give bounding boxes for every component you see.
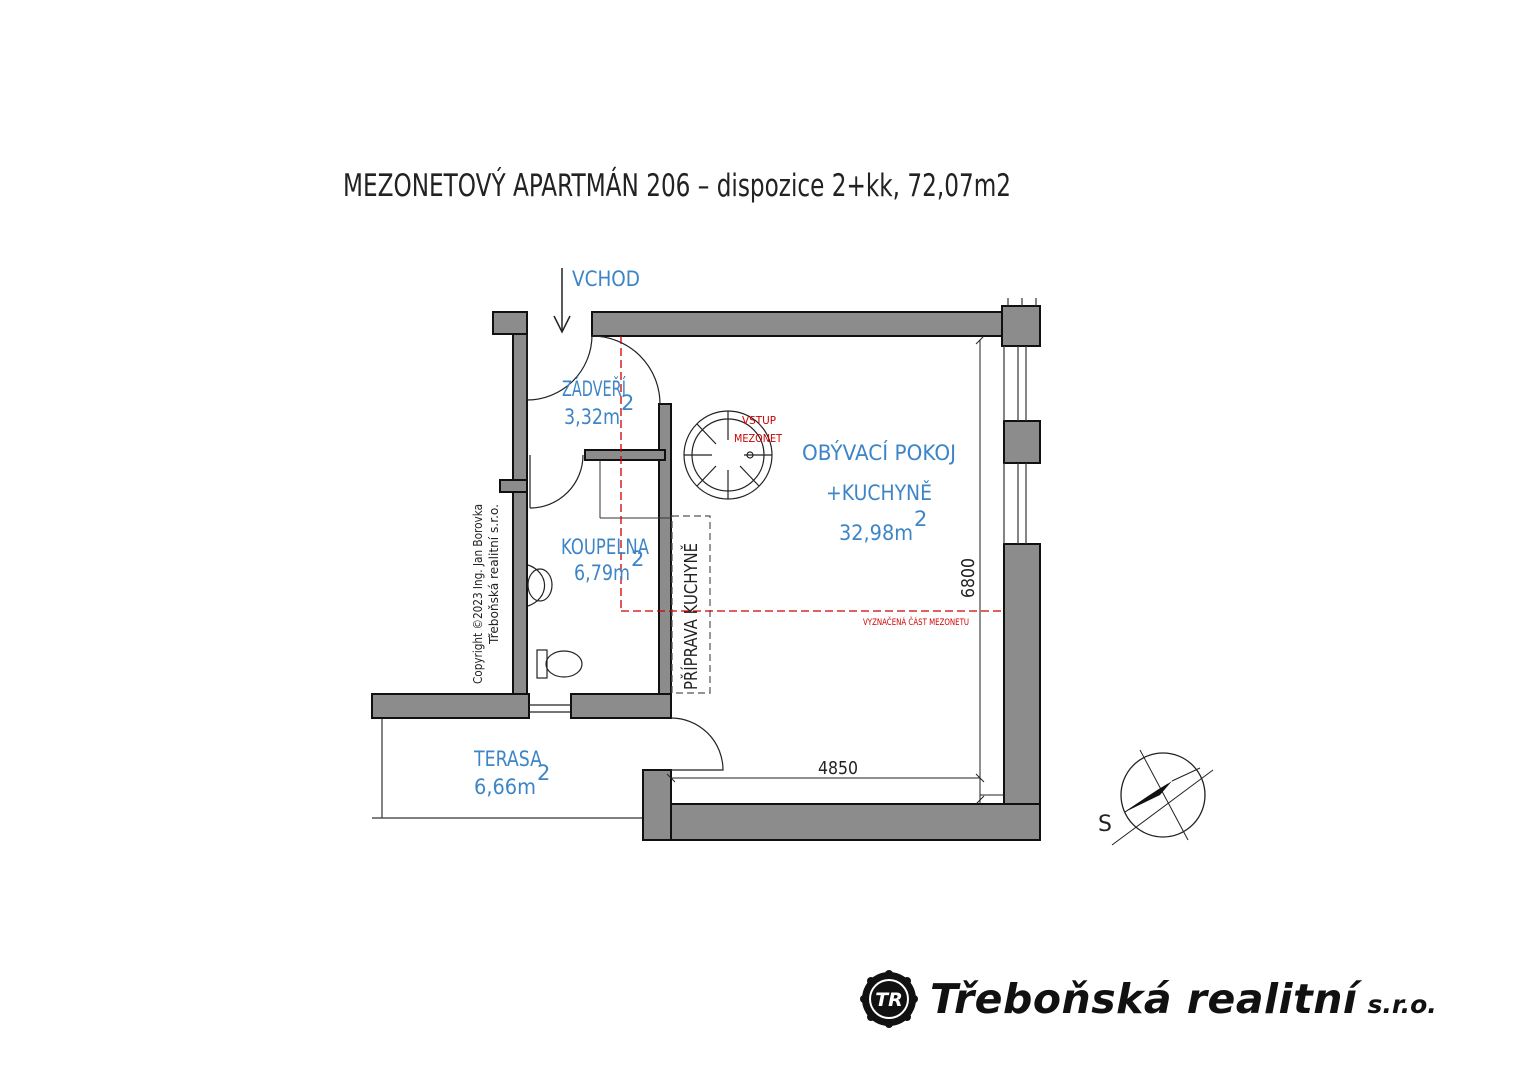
brand-suffix: s.r.o. [1367,989,1437,1019]
compass-label: S [1098,812,1112,837]
room-name: ZÁDVEŘÍ [562,376,626,401]
door-entry-right [591,335,661,405]
plan-title: MEZONETOVÝ APARTMÁN 206 – dispozice 2+kk… [343,168,1011,204]
wall-bottom-left [642,769,672,841]
wall-terrace-top [371,693,530,719]
mezonet-entry-line1: VSTUP [742,414,776,427]
wall-right [1003,543,1041,841]
room-area: 3,32m [564,405,620,429]
wall-left [512,333,528,695]
door-bathroom [529,454,584,509]
room-area-sup: 2 [914,507,927,531]
brand-logo-text: TR [875,989,903,1011]
sink-icon [527,564,553,607]
room-name-line2: +KUCHYNĚ [826,480,932,505]
wall-internal-vertical [658,403,672,695]
wall-top [591,311,1003,337]
doors [526,334,724,771]
wall-bottom [642,803,1041,841]
brand-logo-icon: TR [860,970,918,1028]
wall-right-pier [1003,420,1041,464]
entrance-arrow-icon [553,268,571,334]
wall-bathroom-top [584,449,666,461]
compass-icon [1111,749,1214,846]
walls [371,305,1041,841]
room-name-line1: OBÝVACÍ POKOJ [802,440,956,465]
copyright-line2: Třeboňská realitní s.r.o. [487,504,501,645]
room-area-sup: 2 [537,761,550,785]
room-area: 32,98m [839,521,913,545]
mezonet-boundary [620,336,1004,612]
room-area: 6,66m [474,775,536,799]
room-terasa: TERASA 6,66m 2 [473,747,550,799]
room-obyvaci: OBÝVACÍ POKOJ +KUCHYNĚ 32,98m 2 [802,440,956,545]
room-area: 6,79m [574,561,630,585]
wall-bathroom-bottom [570,693,672,719]
dimension-lines [666,335,1004,805]
room-koupelna: KOUPELNA 6,79m 2 [561,535,649,585]
copyright-line1: Copyright ©2023 Ing. Jan Borovka [471,504,485,684]
room-area-sup: 2 [631,547,644,571]
wall-top-left [492,311,528,335]
door-entry [526,334,593,401]
kitchen-prep-zone [671,515,711,694]
dimension-depth: 6800 [958,558,979,598]
room-area-sup: 2 [621,391,634,415]
entrance-label: VCHOD [572,267,640,291]
brand-name: Třeboňská realitní [930,975,1358,1023]
spiral-stair-icon [683,410,773,500]
room-name: TERASA [473,747,542,771]
toilet-icon [536,649,583,679]
room-zadveri: ZÁDVEŘÍ 3,32m 2 [562,376,634,429]
brand-footer: TR Třeboňská realitní s.r.o. [860,968,1437,1030]
dimension-width: 4850 [818,758,858,779]
mezonet-entry-line2: MEZONET [734,432,782,445]
mezonet-marked-label: VYZNAČENÁ ČÁST MEZONETU [863,616,969,628]
kitchen-prep-label: PŘÍPRAVA KUCHYNĚ [680,543,702,690]
room-name: KOUPELNA [561,535,649,559]
wall-top-right [1001,305,1041,347]
wall-left-stub [499,479,528,493]
door-terrace [670,717,724,771]
window-right [1003,298,1037,544]
